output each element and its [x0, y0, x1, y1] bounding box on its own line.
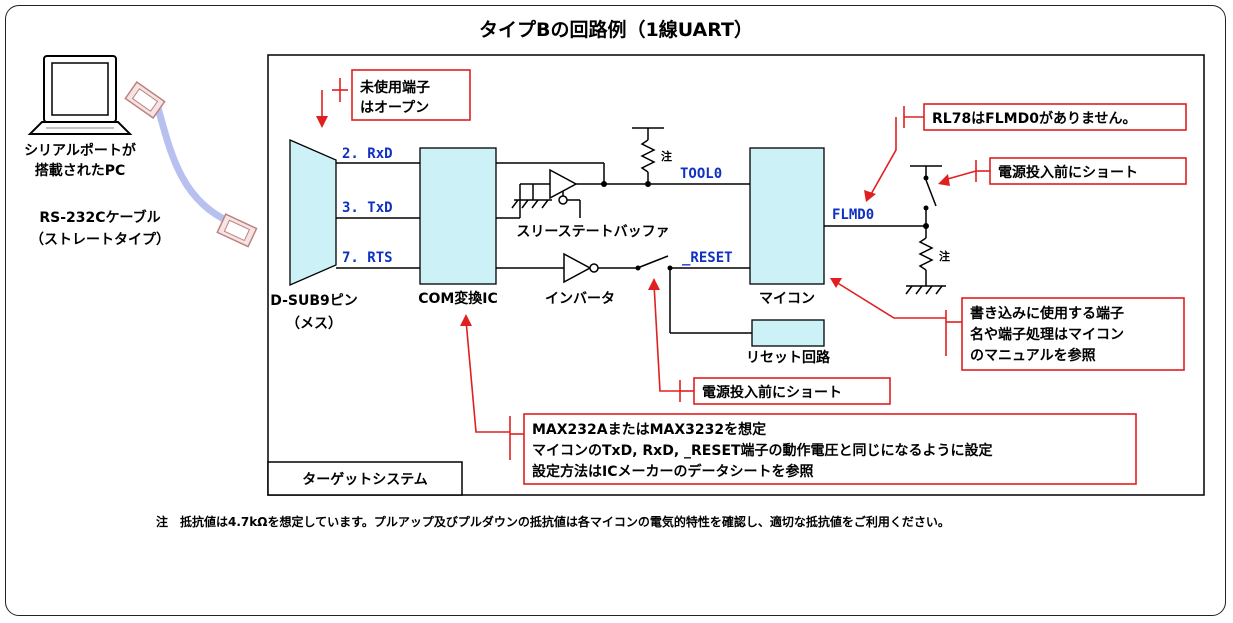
mcu-label: マイコン	[759, 291, 815, 307]
callout-pins-line3: のマニュアルを参照	[970, 347, 1096, 364]
laptop-icon	[27, 55, 133, 135]
dsub-label-line2: （メス）	[286, 316, 342, 332]
com-ic-block	[419, 147, 497, 285]
flmd0-switch-symbol	[910, 165, 942, 226]
callout-short-top-text: 電源投入前にショート	[998, 164, 1138, 181]
footnote: 注 抵抗値は4.7kΩを想定しています。プルアップ及びプルダウンの抵抗値は各マイ…	[156, 514, 950, 529]
pulldown-resistor-flmd0	[905, 226, 946, 295]
callout-pins-line1: 書き込みに使用する端子	[970, 305, 1124, 322]
pc-label-line1: シリアルポートが	[24, 142, 137, 159]
dsub9-connector	[289, 139, 337, 286]
mcu-block	[749, 147, 825, 285]
pin-txd-label: 3. TxD	[342, 200, 393, 216]
reset-circuit-block	[751, 319, 825, 347]
signal-reset-label: _RESET	[682, 250, 733, 266]
pin-rts-label: 7. RTS	[342, 250, 393, 266]
com-ic-label: COM変換IC	[418, 290, 498, 307]
inverter-symbol	[563, 252, 599, 284]
callout-unused-pins	[351, 69, 471, 121]
signal-tool0-label: TOOL0	[680, 166, 722, 182]
callout-max-line3: 設定方法はICメーカーのデータシートを参照	[532, 463, 813, 480]
tristate-buffer-symbol	[549, 168, 604, 218]
buffer-label: スリーステートバッファ	[516, 224, 669, 240]
reset-circuit-label: リセット回路	[746, 349, 831, 366]
callout-pins-info	[961, 297, 1185, 371]
callout-max232	[523, 413, 1137, 485]
diagram-title: タイプBの回路例（1線UART）	[479, 18, 753, 41]
callout-short-bottom-text: 電源投入前にショート	[702, 384, 842, 401]
callout-rl78-text: RL78はFLMD0がありません。	[932, 110, 1137, 127]
cable-label-line2: （ストレートタイプ）	[30, 232, 170, 248]
callout-max-line1: MAX232AまたはMAX3232を想定	[532, 421, 766, 438]
ground-symbol-buffer	[511, 184, 552, 209]
inverter-label: インバータ	[545, 291, 615, 307]
pc-label-line2: 搭載されたPC	[35, 162, 126, 179]
callout-max-line2: マイコンのTxD, RxD, _RESET端子の動作電圧と同じになるように設定	[532, 442, 993, 459]
resistor-note-tool0: 注	[661, 149, 672, 163]
target-system-tab	[267, 461, 463, 496]
dsub-label-line1: D-SUB9ピン	[270, 293, 358, 309]
target-system-label: ターゲットシステム	[302, 471, 428, 488]
callout-unused-line2: はオープン	[360, 100, 429, 116]
outer-frame	[5, 5, 1226, 616]
target-system-box	[267, 54, 1205, 496]
pullup-resistor-tool0	[632, 127, 664, 184]
callout-pins-line2: 名や端子処理はマイコン	[970, 326, 1124, 343]
pin-rxd-label: 2. RxD	[342, 146, 393, 162]
signal-flmd0-label: FLMD0	[832, 207, 874, 223]
callout-unused-line1: 未使用端子	[360, 79, 430, 96]
reset-switch-symbol	[635, 255, 673, 271]
rs232c-cable-icon	[124, 81, 258, 248]
resistor-note-flmd0: 注	[939, 249, 950, 263]
cable-label-line1: RS-232Cケーブル	[39, 209, 160, 226]
